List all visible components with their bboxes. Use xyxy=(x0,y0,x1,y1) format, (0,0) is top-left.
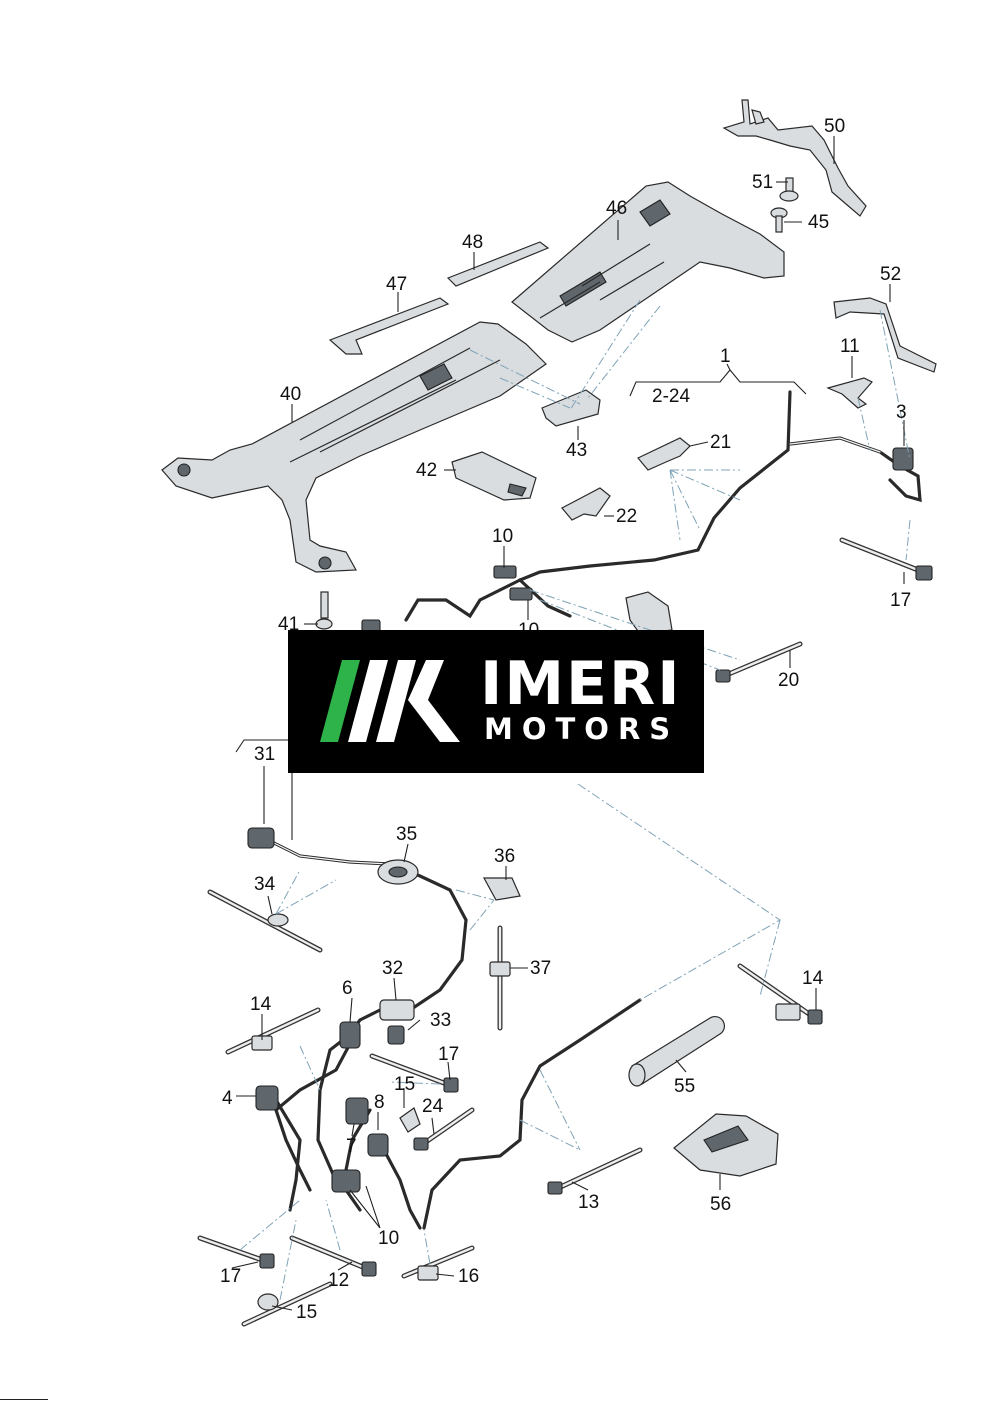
part-40-panel xyxy=(161,321,547,573)
logo-stripe-2 xyxy=(376,660,416,742)
callout-7: 7 xyxy=(346,1136,357,1157)
callout-56: 56 xyxy=(710,1194,731,1215)
part-48-strip xyxy=(446,241,550,287)
callout-12: 12 xyxy=(328,1270,349,1291)
callout-labels: 50 51 45 46 48 47 52 1 11 2-24 40 3 21 4… xyxy=(220,116,911,1323)
callout-15: 15 xyxy=(296,1302,317,1323)
callout-50: 50 xyxy=(824,116,845,137)
connector-31 xyxy=(247,827,275,849)
callout-33: 33 xyxy=(430,1010,451,1031)
part-47-strip xyxy=(328,297,450,355)
callout-11: 11 xyxy=(840,336,860,357)
connector-4 xyxy=(255,1085,279,1111)
logo-brand-line1: IMERI xyxy=(480,649,682,719)
logo-brand-line2: MOTORS xyxy=(484,712,680,746)
part-32-connector xyxy=(379,999,415,1021)
callout-17: 17 xyxy=(890,590,911,611)
part-22-clip xyxy=(561,487,611,521)
part-52-bracket xyxy=(833,297,937,373)
callout-15: 15 xyxy=(394,1074,415,1095)
callout-52: 52 xyxy=(880,264,901,285)
part-56-pad xyxy=(673,1113,779,1177)
callout-42: 42 xyxy=(416,460,437,481)
callout-37: 37 xyxy=(530,958,551,979)
callout-22: 22 xyxy=(616,506,637,527)
imeri-motors-logo: IMERI MOTORS xyxy=(288,630,704,773)
callout-47: 47 xyxy=(386,274,407,295)
part-41-bolt xyxy=(315,591,333,630)
callout-16: 16 xyxy=(458,1266,479,1287)
callout-24: 24 xyxy=(422,1096,444,1117)
connector-8 xyxy=(367,1133,389,1157)
lower-dash-lines xyxy=(239,783,781,1301)
callout-55: 55 xyxy=(674,1076,695,1097)
upper-harness xyxy=(361,390,922,635)
callout-6: 6 xyxy=(342,978,353,999)
part-43-cover xyxy=(541,389,601,427)
part-20-tie xyxy=(715,641,803,683)
part-42-box xyxy=(451,451,537,501)
callout-51: 51 xyxy=(752,172,773,193)
callout-36: 36 xyxy=(494,846,515,867)
callout-43: 43 xyxy=(566,440,587,461)
callout-45: 45 xyxy=(808,212,829,233)
group-bracket-1 xyxy=(629,363,807,397)
callout-21: 21 xyxy=(710,432,731,453)
connector-10 xyxy=(331,1169,361,1193)
logo-stripe-3 xyxy=(408,660,460,742)
leader-lines xyxy=(231,136,905,1311)
connector-6 xyxy=(339,1021,361,1049)
callout-1: 1 xyxy=(720,346,731,367)
callout-8: 8 xyxy=(374,1092,385,1113)
callout-10: 10 xyxy=(378,1228,399,1249)
callout-41: 41 xyxy=(278,614,299,635)
part-51-bolt xyxy=(779,177,799,202)
callout-17: 17 xyxy=(220,1266,241,1287)
connector-7 xyxy=(345,1097,369,1125)
callout-31: 31 xyxy=(254,744,275,765)
callout-17: 17 xyxy=(438,1044,459,1065)
part-21-clip xyxy=(637,437,691,471)
callout-20: 20 xyxy=(778,670,799,691)
lower-ties xyxy=(197,877,823,1327)
bottom-rule xyxy=(0,1399,48,1400)
callout-10: 10 xyxy=(492,526,513,547)
callout-3: 3 xyxy=(896,402,907,423)
part-33-clip xyxy=(387,1025,405,1045)
callout-35: 35 xyxy=(396,824,417,845)
callout-4: 4 xyxy=(222,1088,233,1109)
part-55-tube xyxy=(628,1015,726,1087)
callout-40: 40 xyxy=(280,384,301,405)
logo-stripe-1 xyxy=(348,660,388,742)
callout-48: 48 xyxy=(462,232,483,253)
lower-harness xyxy=(247,827,642,1230)
callout-34: 34 xyxy=(254,874,276,895)
callout-46: 46 xyxy=(606,198,627,219)
callout-14: 14 xyxy=(250,994,272,1015)
part-15-clip xyxy=(399,1107,421,1133)
callout-13: 13 xyxy=(578,1192,599,1213)
callout-14: 14 xyxy=(802,968,824,989)
part-50-bracket xyxy=(722,99,867,217)
callout-32: 32 xyxy=(382,958,403,979)
callout-2-24: 2-24 xyxy=(652,386,690,407)
logo-stripe-green xyxy=(320,660,360,742)
part-17-tie-upper xyxy=(839,537,933,581)
part-46-panel xyxy=(511,181,785,343)
part-45-bolt xyxy=(770,207,788,233)
logo-stripes-icon xyxy=(320,660,460,742)
part-11-clip xyxy=(826,377,873,409)
